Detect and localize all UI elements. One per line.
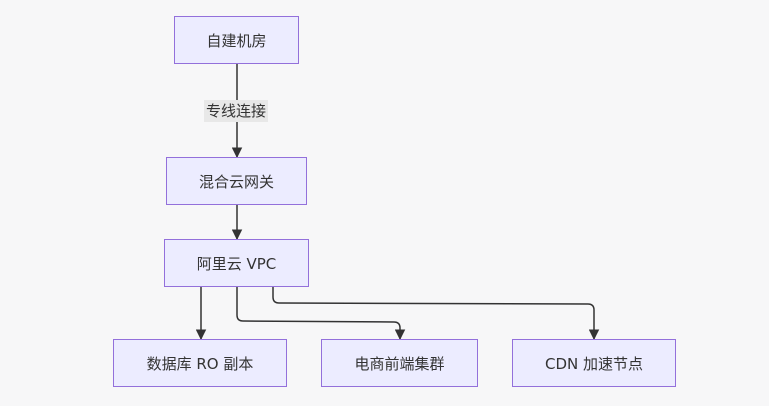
node-onprem[interactable]: 自建机房 — [174, 16, 299, 64]
edge-vpc-frontend — [236, 287, 406, 341]
node-label: 电商前端集群 — [354, 354, 445, 373]
node-label: CDN 加速节点 — [544, 354, 643, 373]
node-label: 自建机房 — [206, 31, 267, 50]
node-db[interactable]: 数据库 RO 副本 — [113, 339, 287, 387]
node-cdn[interactable]: CDN 加速节点 — [512, 339, 676, 387]
node-vpc[interactable]: 阿里云 VPC — [164, 239, 309, 287]
node-label: 数据库 RO 副本 — [146, 354, 254, 373]
node-frontend[interactable]: 电商前端集群 — [321, 339, 478, 387]
node-label: 阿里云 VPC — [196, 254, 277, 273]
node-gateway[interactable]: 混合云网关 — [166, 157, 307, 205]
node-label: 混合云网关 — [198, 172, 274, 191]
edge-label-dedicated-line: 专线连接 — [204, 100, 269, 122]
edge-vpc-cdn — [272, 287, 600, 341]
